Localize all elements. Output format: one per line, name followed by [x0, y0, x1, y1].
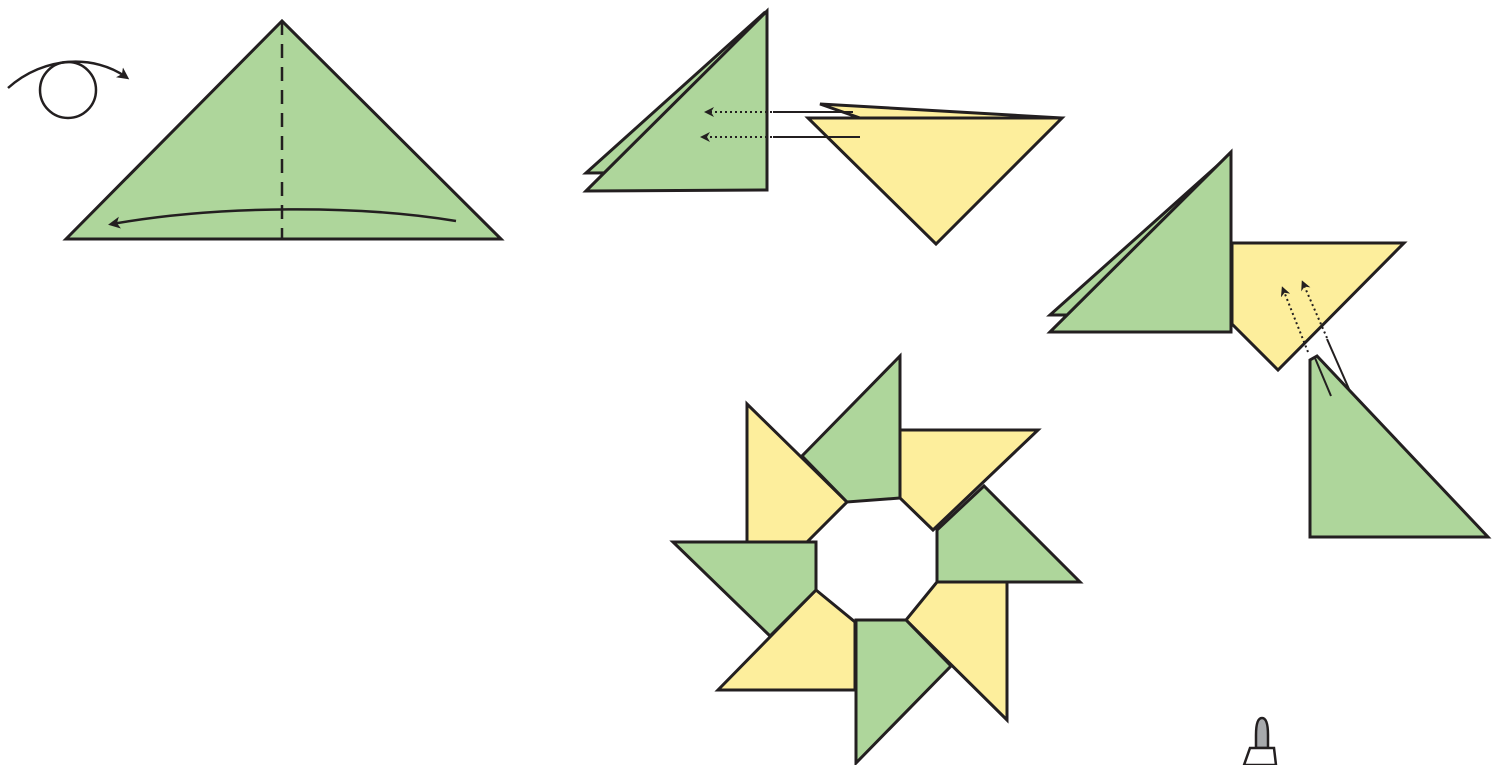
- green-unit-front-layer: [1050, 152, 1231, 332]
- step-insert-triangle: [586, 11, 1062, 244]
- yellow-unit: [1232, 243, 1404, 370]
- step-fold-in-half: [8, 21, 501, 239]
- turn-over-icon: [8, 62, 126, 118]
- green-triangle: [66, 21, 501, 239]
- finished-star: [673, 356, 1080, 763]
- marker-pen-icon: [1244, 718, 1276, 765]
- green-unit-incoming: [1310, 356, 1488, 537]
- green-unit-front-layer: [586, 11, 767, 191]
- yellow-unit-back-layer: [820, 104, 1062, 118]
- step-insert-next-unit: [1050, 152, 1488, 537]
